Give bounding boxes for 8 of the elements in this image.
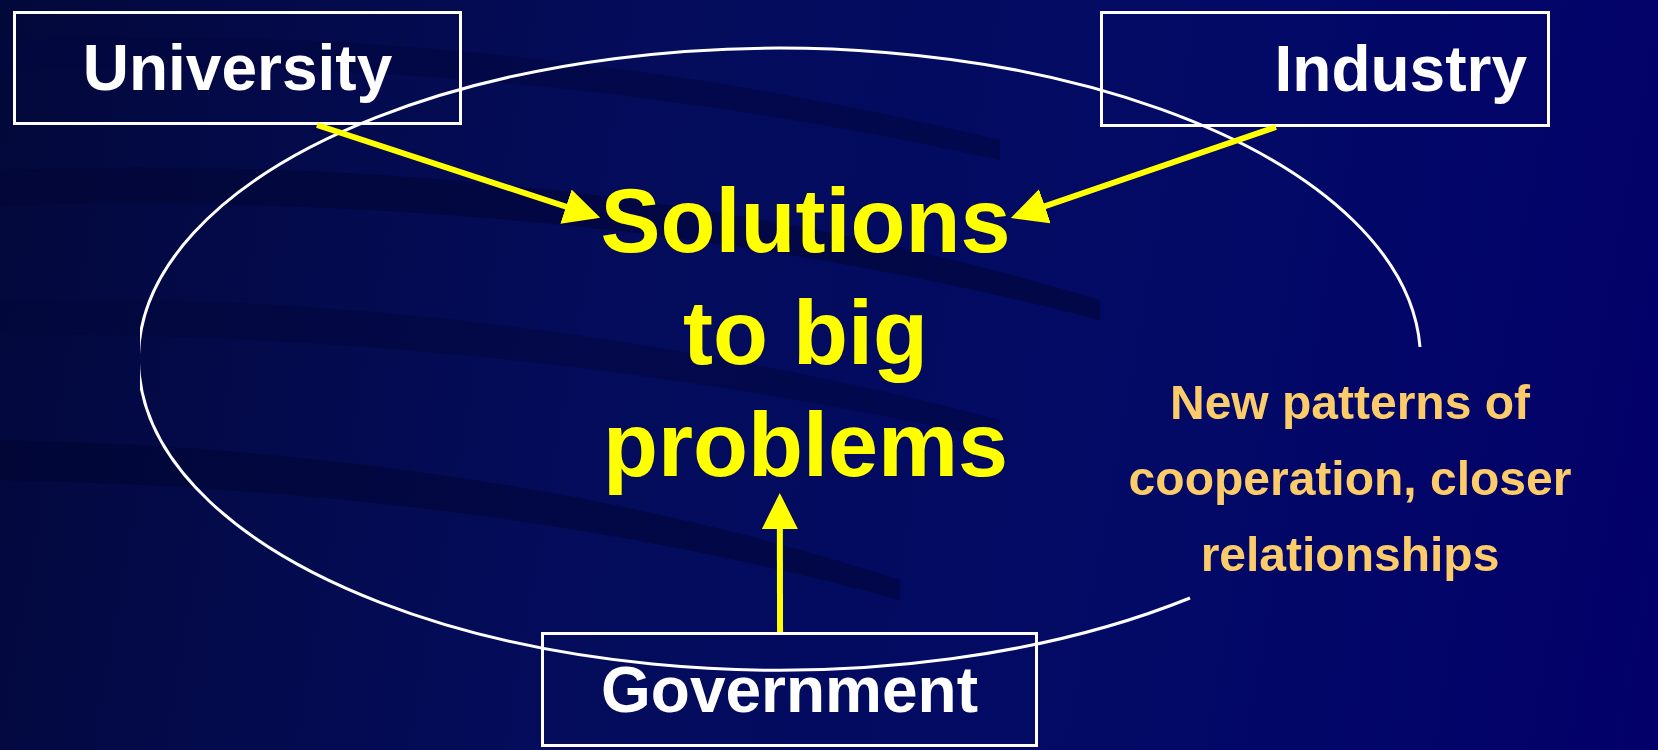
caption-text: New patterns of cooperation, closer relationships (1127, 375, 1573, 583)
arrow (761, 493, 798, 632)
arrow (316, 122, 601, 224)
heading-text: Solutions to big problems (492, 160, 1119, 505)
arrow (1010, 124, 1277, 224)
name-box: University (13, 11, 462, 125)
name-box: Industry (1100, 11, 1550, 127)
name-box: Government (541, 632, 1038, 747)
